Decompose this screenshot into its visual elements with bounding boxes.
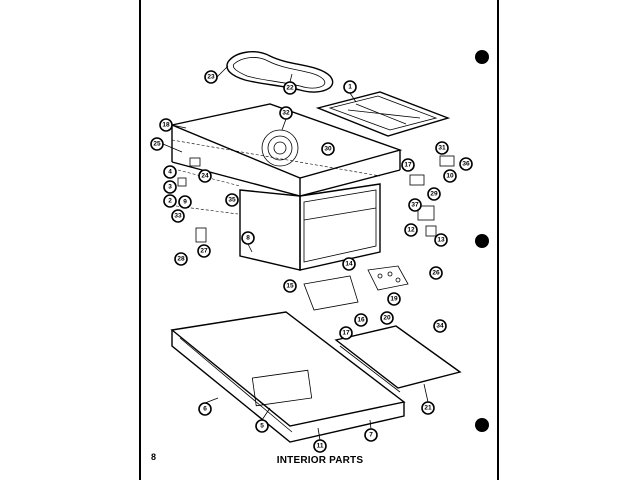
svg-text:33: 33 <box>174 213 182 220</box>
oven-cavity <box>239 183 381 271</box>
svg-text:18: 18 <box>162 122 170 129</box>
right-components <box>409 155 455 237</box>
svg-text:10: 10 <box>446 173 454 180</box>
svg-text:19: 19 <box>390 296 398 303</box>
page-left-border <box>139 0 141 480</box>
svg-text:26: 26 <box>432 270 440 277</box>
callout-23: 23 <box>204 70 218 84</box>
callout-14: 14 <box>342 257 356 271</box>
svg-text:2: 2 <box>168 198 172 205</box>
svg-text:27: 27 <box>200 248 208 255</box>
callout-21: 21 <box>421 401 435 415</box>
svg-text:24: 24 <box>201 173 209 180</box>
svg-text:1: 1 <box>348 84 352 91</box>
callout-37: 37 <box>408 198 422 212</box>
svg-text:5: 5 <box>260 423 264 430</box>
callout-25: 25 <box>150 137 164 151</box>
upper-housing <box>169 103 403 197</box>
page-number: 8 <box>151 452 157 462</box>
callout-9: 9 <box>178 195 192 209</box>
svg-text:29: 29 <box>430 191 438 198</box>
callout-7: 7 <box>364 428 378 442</box>
svg-text:35: 35 <box>228 197 236 204</box>
svg-text:15: 15 <box>286 283 294 290</box>
svg-text:34: 34 <box>436 323 444 330</box>
svg-text:31: 31 <box>438 145 446 152</box>
leader-lines <box>162 65 429 441</box>
svg-text:11: 11 <box>317 443 324 450</box>
svg-text:4: 4 <box>168 169 172 176</box>
page-title: INTERIOR PARTS <box>276 455 364 466</box>
svg-text:16: 16 <box>357 317 365 324</box>
svg-text:36: 36 <box>462 161 470 168</box>
callout-22: 22 <box>283 81 297 95</box>
svg-text:7: 7 <box>369 432 373 439</box>
svg-text:37: 37 <box>411 202 419 209</box>
svg-text:9: 9 <box>183 199 187 206</box>
control-mount <box>303 265 409 311</box>
callout-10: 10 <box>443 169 457 183</box>
callout-11: 11 <box>313 439 327 453</box>
svg-text:8: 8 <box>246 235 250 242</box>
callout-19: 19 <box>387 292 401 306</box>
callout-5: 5 <box>255 419 269 433</box>
svg-text:21: 21 <box>424 405 432 412</box>
callout-1: 1 <box>343 80 357 94</box>
gasket-loop <box>226 51 334 93</box>
callout-2: 2 <box>163 194 177 208</box>
svg-text:22: 22 <box>286 85 294 92</box>
callout-30: 30 <box>321 142 335 156</box>
binder-hole-middle <box>475 234 489 248</box>
callout-27: 27 <box>197 244 211 258</box>
callout-17-lower: 17 <box>339 326 353 340</box>
callout-3: 3 <box>163 180 177 194</box>
callout-26: 26 <box>429 266 443 280</box>
callout-13: 13 <box>434 233 448 247</box>
callout-36: 36 <box>459 157 473 171</box>
callout-34: 34 <box>433 319 447 333</box>
callout-16: 16 <box>354 313 368 327</box>
callout-35: 35 <box>225 193 239 207</box>
svg-text:30: 30 <box>324 146 332 153</box>
top-cover-plate <box>315 91 451 137</box>
callout-18: 18 <box>159 118 173 132</box>
svg-text:17: 17 <box>404 162 412 169</box>
callout-29: 29 <box>427 187 441 201</box>
svg-text:12: 12 <box>407 227 415 234</box>
callout-31: 31 <box>435 141 449 155</box>
page-right-border <box>497 0 499 480</box>
binder-hole-top <box>475 50 489 64</box>
svg-text:3: 3 <box>168 184 172 191</box>
svg-text:13: 13 <box>437 237 445 244</box>
callout-33: 33 <box>171 209 185 223</box>
callout-20: 20 <box>380 311 394 325</box>
svg-text:28: 28 <box>177 256 185 263</box>
svg-text:20: 20 <box>383 315 391 322</box>
svg-text:23: 23 <box>207 74 215 81</box>
callout-32: 32 <box>279 106 293 120</box>
svg-text:6: 6 <box>203 406 207 413</box>
callout-24: 24 <box>198 169 212 183</box>
binder-hole-bottom <box>475 418 489 432</box>
callout-17-upper: 17 <box>401 158 415 172</box>
lower-panel <box>334 325 462 393</box>
callout-15: 15 <box>283 279 297 293</box>
svg-text:17: 17 <box>342 330 350 337</box>
svg-text:25: 25 <box>153 141 161 148</box>
callout-12-left: 12 <box>404 223 418 237</box>
callout-4: 4 <box>163 165 177 179</box>
callout-8: 8 <box>241 231 255 245</box>
svg-text:14: 14 <box>345 261 353 268</box>
callout-6: 6 <box>198 402 212 416</box>
callout-28: 28 <box>174 252 188 266</box>
svg-text:32: 32 <box>282 110 290 117</box>
base-plate <box>170 311 406 443</box>
